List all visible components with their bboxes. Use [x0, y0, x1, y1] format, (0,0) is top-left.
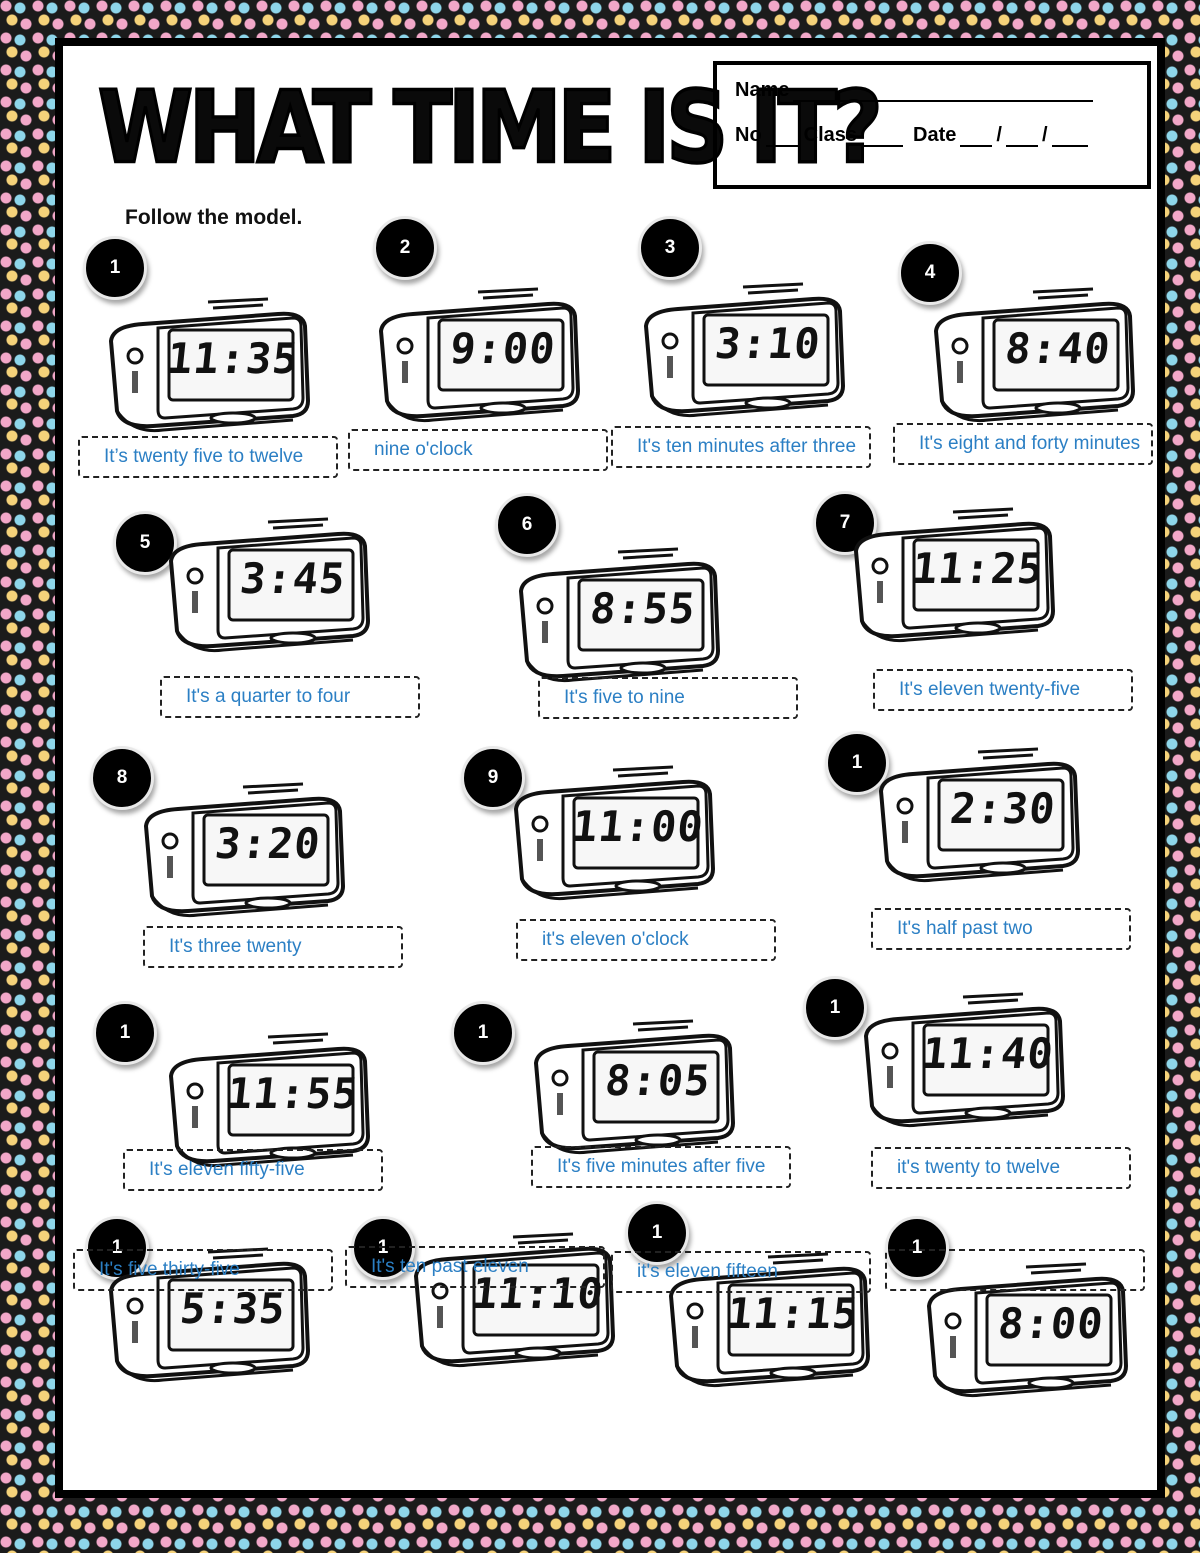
alarm-clock-icon: 11:15 [663, 1251, 873, 1391]
clock-digital-time: 3:20 [212, 818, 324, 868]
answer-box[interactable]: It's five to nine [538, 677, 798, 719]
alarm-clock-icon: 3:10 [638, 281, 848, 421]
answer-box[interactable] [885, 1249, 1145, 1291]
name-field[interactable] [793, 84, 1094, 102]
alarm-clock-icon: 3:20 [138, 781, 348, 921]
student-info-box: Name No Class Date / / [713, 61, 1151, 189]
item-number-badge: 1 [85, 1216, 149, 1280]
alarm-clock-icon: 11:35 [103, 296, 313, 436]
item-number-badge: 1 [825, 731, 889, 795]
answer-box[interactable]: It's ten minutes after three [611, 426, 871, 468]
answer-box[interactable]: It's half past two [871, 908, 1131, 950]
item-number-badge: 4 [898, 241, 962, 305]
clock-digital-time: 11:35 [164, 333, 302, 383]
clock-digital-time: 3:10 [712, 318, 824, 368]
answer-box[interactable]: it's twenty to twelve [871, 1147, 1131, 1189]
alarm-clock-icon: 3:45 [163, 516, 373, 656]
alarm-clock-icon: 11:55 [163, 1031, 373, 1171]
clock-digital-time: 11:00 [569, 801, 707, 851]
alarm-clock-icon: 8:40 [928, 286, 1138, 426]
answer-box[interactable]: It's five thirty-five [73, 1249, 333, 1291]
worksheet-title: WHAT TIME IS IT? [97, 69, 885, 187]
answer-box[interactable]: it's eleven fifteen [611, 1251, 871, 1293]
clock-digital-time: 11:55 [224, 1068, 362, 1118]
worksheet-page: WHAT TIME IS IT? Name No Class Date / / … [55, 38, 1165, 1498]
item-number-badge: 1 [93, 1001, 157, 1065]
date-label: Date [913, 124, 957, 146]
item-number-badge: 1 [885, 1216, 949, 1280]
answer-box[interactable]: It's five minutes after five [531, 1146, 791, 1188]
alarm-clock-icon: 2:30 [873, 746, 1083, 886]
number-field[interactable] [765, 129, 800, 147]
date-year-field[interactable] [1051, 129, 1088, 147]
answer-box[interactable]: It's a quarter to four [160, 676, 420, 718]
item-number-badge: 9 [461, 746, 525, 810]
instruction-text: Follow the model. [125, 206, 303, 229]
date-month-field[interactable] [1005, 129, 1038, 147]
date-separator: / [1041, 124, 1048, 146]
answer-box[interactable]: It's ten past eleven [345, 1246, 605, 1288]
answer-box[interactable]: nine o'clock [348, 429, 608, 471]
date-separator: / [996, 124, 1002, 146]
class-label: Class [803, 124, 858, 146]
item-number-badge: 2 [373, 216, 437, 280]
alarm-clock-icon: 8:00 [921, 1261, 1131, 1401]
clock-digital-time: 8:40 [1002, 323, 1114, 373]
clock-digital-time: 9:00 [447, 323, 559, 373]
clock-digital-time: 3:45 [237, 553, 349, 603]
name-label: Name [735, 79, 790, 101]
alarm-clock-icon: 11:10 [408, 1231, 618, 1371]
clock-digital-time: 8:00 [995, 1298, 1107, 1348]
item-number-badge: 1 [451, 1001, 515, 1065]
item-number-badge: 1 [803, 976, 867, 1040]
alarm-clock-icon: 8:55 [513, 546, 723, 686]
answer-box[interactable]: It’s twenty five to twelve [78, 436, 338, 478]
item-number-badge: 8 [90, 746, 154, 810]
class-field[interactable] [861, 129, 904, 147]
clock-digital-time: 11:40 [919, 1028, 1057, 1078]
answer-box[interactable]: It's eight and forty minutes [893, 423, 1153, 465]
clock-digital-time: 2:30 [947, 783, 1059, 833]
item-number-badge: 1 [625, 1201, 689, 1265]
item-number-badge: 7 [813, 491, 877, 555]
alarm-clock-icon: 11:00 [508, 764, 718, 904]
alarm-clock-icon: 11:40 [858, 991, 1068, 1131]
item-number-badge: 1 [83, 236, 147, 300]
clock-digital-time: 11:25 [909, 543, 1047, 593]
clock-digital-time: 8:55 [587, 583, 699, 633]
clock-digital-time: 8:05 [602, 1055, 714, 1105]
item-number-badge: 5 [113, 511, 177, 575]
alarm-clock-icon: 8:05 [528, 1018, 738, 1158]
item-number-badge: 3 [638, 216, 702, 280]
item-number-badge: 6 [495, 493, 559, 557]
item-number-badge: 1 [351, 1216, 415, 1280]
answer-box[interactable]: It's eleven fifty-five [123, 1149, 383, 1191]
answer-box[interactable]: It's three twenty [143, 926, 403, 968]
answer-box[interactable]: it's eleven o'clock [516, 919, 776, 961]
number-label: No [735, 124, 762, 146]
alarm-clock-icon: 11:25 [848, 506, 1058, 646]
date-day-field[interactable] [960, 129, 993, 147]
alarm-clock-icon: 5:35 [103, 1246, 313, 1386]
answer-box[interactable]: It's eleven twenty-five [873, 669, 1133, 711]
alarm-clock-icon: 9:00 [373, 286, 583, 426]
